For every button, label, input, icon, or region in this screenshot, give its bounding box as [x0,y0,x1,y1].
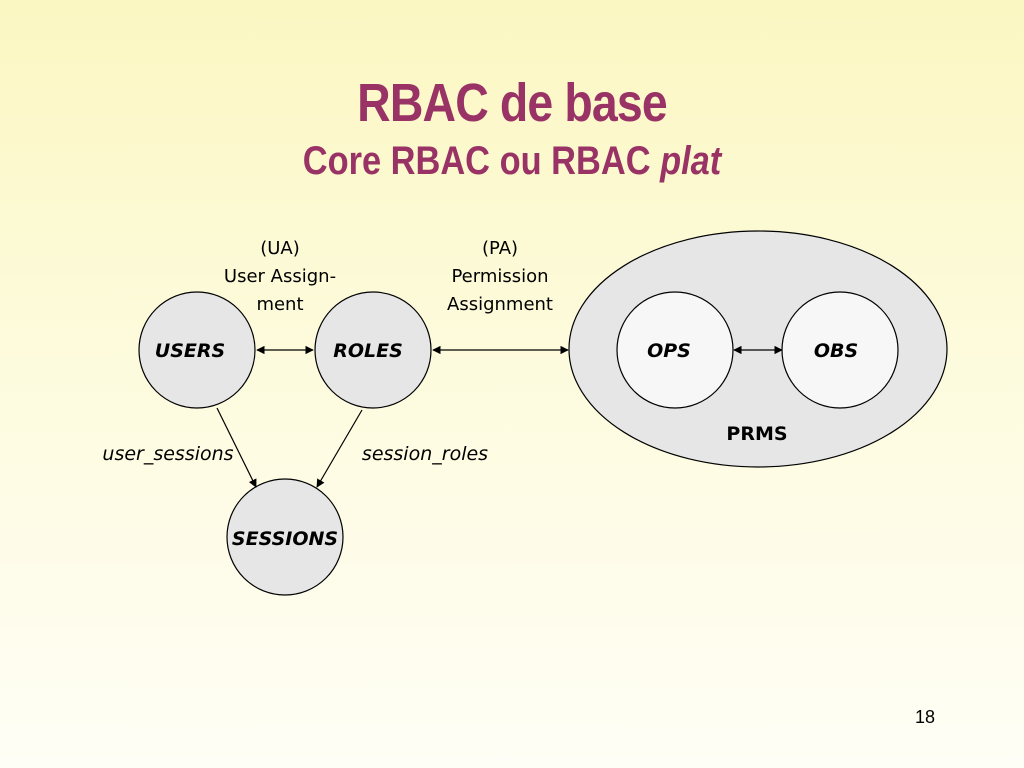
users-node [138,291,256,409]
users-sessions-arrow [216,407,257,488]
ops-node [616,291,734,409]
session-roles-label: session_roles [362,443,488,465]
obs-label: OBS [814,340,858,362]
ops-label: OPS [647,340,691,362]
sessions-node [226,478,344,596]
roles-sessions-arrow [316,409,363,488]
page-number: 18 [914,707,936,727]
slide-subtitle: Core RBAC ou RBAC plat [72,136,953,186]
ua-label-line2: User Assign- [224,266,336,287]
prms-label: PRMS [726,423,787,445]
title-block: RBAC de base Core RBAC ou RBAC plat [0,70,1024,186]
user-sessions-label: user_sessions [102,443,233,465]
subtitle-emphasis: plat [660,139,722,183]
users-label: USERS [155,340,225,362]
sessions-label: SESSIONS [232,528,338,550]
ua-label-line1: (UA) [260,238,300,259]
subtitle-main: Core RBAC ou RBAC [302,139,661,183]
roles-label: ROLES [333,340,403,362]
slide-title: RBAC de base [357,73,668,133]
roles-node [314,291,432,409]
pa-label-line2: Permission [451,266,548,287]
pa-label-line3: Assignment [447,294,553,315]
pa-label-line1: (PA) [482,238,518,259]
ua-label-line3: ment [256,294,303,315]
